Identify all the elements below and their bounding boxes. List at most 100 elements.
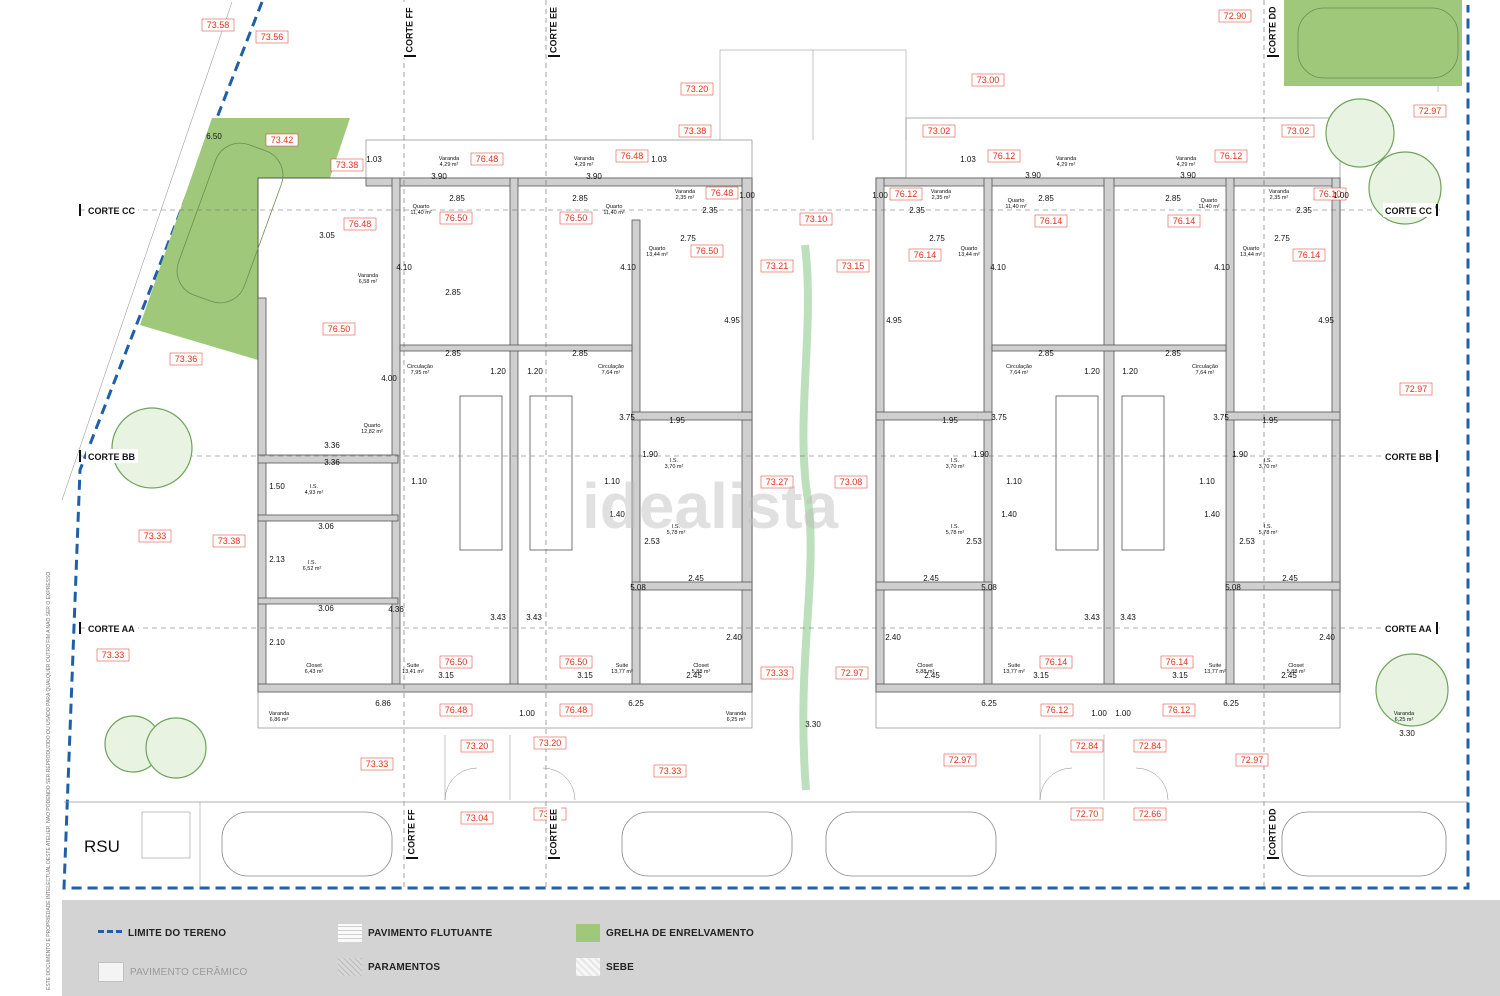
dimension-value: 3.43 (1120, 613, 1136, 622)
level-value: 73.38 (218, 536, 241, 546)
legend-label: PARAMENTOS (368, 961, 441, 973)
dimension-value: 2.85 (445, 349, 461, 358)
dimension-value: 1.90 (1232, 450, 1248, 459)
level-marker: 76.14 (1034, 214, 1068, 228)
level-marker: 73.20 (460, 739, 494, 753)
room-area: 2,35 m² (932, 195, 951, 201)
section-marker-horizontal: CORTE AA (79, 621, 138, 635)
dimension-value: 2.45 (688, 574, 704, 583)
room-name: Quarto (1008, 198, 1025, 204)
level-marker: 76.50 (439, 655, 473, 669)
level-marker: 76.14 (1039, 655, 1073, 669)
legend-item-grass-grid: GRELHA DE ENRELVAMENTO (576, 924, 754, 942)
room-area: 11,40 m² (1198, 204, 1219, 210)
level-value: 73.21 (766, 261, 789, 271)
room-area: 5,78 m² (1259, 530, 1278, 536)
level-value: 76.48 (445, 705, 468, 715)
level-marker: 76.50 (559, 655, 593, 669)
level-value: 73.20 (539, 738, 562, 748)
level-marker: 73.33 (760, 666, 794, 680)
level-marker: 72.66 (1133, 807, 1167, 821)
room-area: 13,77 m² (611, 669, 633, 675)
room-area: 7,64 m² (1010, 370, 1029, 376)
level-marker: 73.10 (799, 212, 833, 226)
level-value: 76.14 (1173, 216, 1196, 226)
level-value: 76.12 (1220, 151, 1243, 161)
dimension-value: 1.20 (1122, 367, 1138, 376)
level-value: 72.97 (1241, 755, 1264, 765)
level-marker: 76.50 (439, 211, 473, 225)
dimension-value: 1.00 (872, 191, 888, 200)
room-area: 13,44 m² (646, 252, 668, 258)
room-area: 13,44 m² (958, 252, 980, 258)
level-value: 76.14 (914, 250, 937, 260)
level-value: 72.84 (1076, 741, 1099, 751)
level-marker: 76.14 (908, 248, 942, 262)
section-label: CORTE AA (88, 624, 135, 634)
room-area: 6,52 m² (303, 566, 322, 572)
room-name: Closet (1288, 663, 1304, 669)
level-marker: 72.97 (1399, 382, 1433, 396)
dimension-value: 1.20 (1084, 367, 1100, 376)
level-value: 73.33 (659, 766, 682, 776)
level-value: 73.08 (840, 477, 863, 487)
room-name: Suite (616, 663, 629, 669)
level-value: 73.56 (261, 32, 284, 42)
room-area: 5,78 m² (946, 530, 965, 536)
level-value: 73.00 (977, 75, 1000, 85)
dimension-value: 3.75 (991, 413, 1007, 422)
room-area: 4,93 m² (305, 490, 324, 496)
room-name: I.S. (951, 458, 960, 464)
level-marker: 72.97 (943, 753, 977, 767)
level-value: 73.10 (805, 214, 828, 224)
room-name: Varanda (1394, 711, 1415, 717)
section-marker-horizontal: CORTE CC (79, 203, 138, 217)
level-marker: 72.97 (1235, 753, 1269, 767)
room-name: Varanda (439, 156, 460, 162)
dimension-value: 2.40 (726, 633, 742, 642)
level-value: 72.84 (1139, 741, 1162, 751)
level-marker: 76.12 (987, 149, 1021, 163)
room-name: Suite (407, 663, 420, 669)
dimension-value: 2.53 (644, 537, 660, 546)
room-name: Circulação (407, 364, 433, 370)
dimension-value: 2.40 (1319, 633, 1335, 642)
building-block-left (257, 139, 753, 729)
level-value: 76.12 (1168, 705, 1191, 715)
level-marker: 73.02 (1281, 124, 1315, 138)
dimension-value: 1.95 (1262, 416, 1278, 425)
room-area: 13,41 m² (402, 669, 424, 675)
hatch-swatch-icon (338, 958, 362, 976)
dimension-value: 1.03 (651, 155, 667, 164)
room-name: Quarto (1201, 198, 1218, 204)
level-marker: 73.27 (760, 475, 794, 489)
room-name: I.S. (951, 524, 960, 530)
level-marker: 76.12 (1162, 703, 1196, 717)
room-label: I.S.5,78 m² (1259, 524, 1278, 536)
level-marker: 73.20 (533, 736, 567, 750)
rsu-label: RSU (84, 837, 120, 856)
room-name: I.S. (670, 458, 679, 464)
dimension-value: 2.45 (1281, 671, 1297, 680)
room-name: Circulação (1006, 364, 1032, 370)
level-marker: 73.02 (922, 124, 956, 138)
dimension-value: 3.90 (1025, 171, 1041, 180)
dimension-value: 1.90 (642, 450, 658, 459)
room-label: I.S.6,52 m² (303, 560, 322, 572)
room-area: 11,40 m² (603, 210, 624, 216)
room-name: Closet (306, 663, 322, 669)
dimension-value: 1.90 (973, 450, 989, 459)
level-value: 76.14 (1045, 657, 1068, 667)
level-marker: 76.50 (690, 244, 724, 258)
level-marker: 73.38 (212, 534, 246, 548)
level-marker: 72.90 (1218, 9, 1252, 23)
level-value: 76.48 (349, 219, 372, 229)
